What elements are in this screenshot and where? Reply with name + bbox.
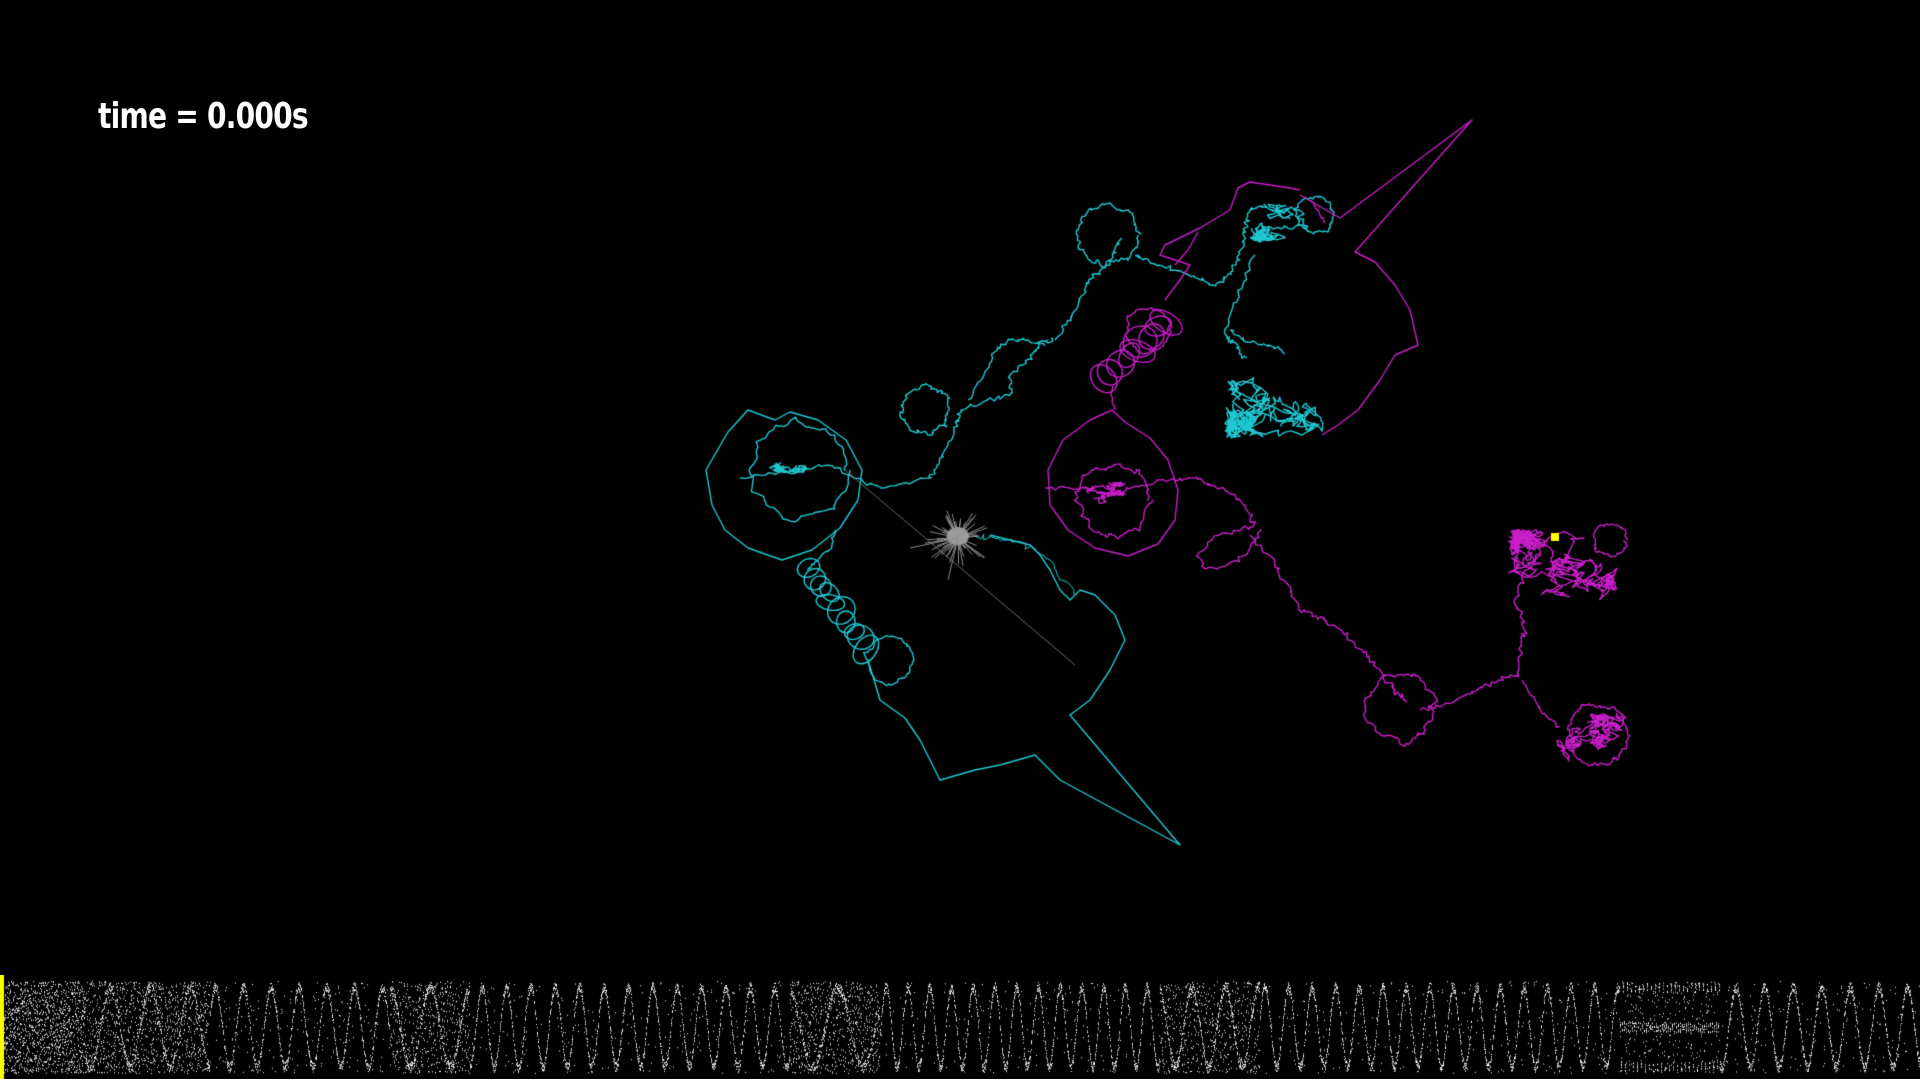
waveform-strip[interactable]	[0, 975, 1920, 1079]
time-readout: time = 0.000s	[98, 96, 309, 137]
trajectory-canvas	[0, 0, 1920, 960]
